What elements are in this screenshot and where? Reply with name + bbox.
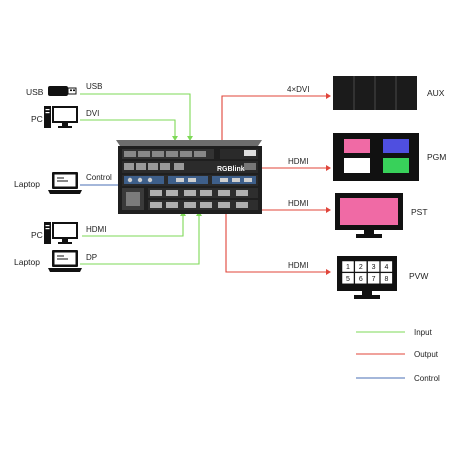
pvw-grid-number: 2 bbox=[359, 264, 363, 271]
control-line bbox=[80, 182, 123, 188]
aux-video-wall bbox=[333, 76, 417, 110]
pvw-grid-cell bbox=[354, 260, 368, 273]
usb-drive-icon bbox=[48, 86, 77, 96]
switcher-brand-label: RGBlink bbox=[217, 166, 245, 173]
pvw-grid-cell bbox=[380, 260, 393, 273]
pc-dvi-icon bbox=[44, 106, 78, 128]
rgblink-switcher: RGBlink bbox=[116, 140, 262, 214]
legend-input-label: Input bbox=[414, 328, 433, 337]
dvi-input-line bbox=[80, 119, 176, 138]
dvi-arrowhead bbox=[172, 136, 178, 141]
pvw-grid: 1 2 3 4 5 6 7 8 bbox=[341, 260, 393, 285]
usb-connection-label: USB bbox=[86, 82, 102, 91]
pvw-grid-cell bbox=[341, 272, 355, 285]
dp-input-line bbox=[80, 214, 200, 265]
pvw-grid-number: 7 bbox=[372, 276, 376, 283]
usb-device-label: USB bbox=[26, 87, 44, 97]
usb-arrowhead bbox=[187, 136, 193, 141]
pst-monitor bbox=[335, 193, 403, 238]
pvw-grid-cell bbox=[341, 260, 355, 273]
pvw-grid-cell bbox=[367, 260, 380, 273]
pvw-output-line bbox=[225, 214, 328, 273]
pst-output-label: PST bbox=[411, 207, 428, 217]
laptop-dp-icon bbox=[48, 250, 82, 272]
pst-connection-label: HDMI bbox=[288, 199, 308, 208]
pvw-connection-label: HDMI bbox=[288, 261, 308, 270]
pvw-grid-number: 8 bbox=[384, 276, 388, 283]
pvw-arrowhead bbox=[326, 269, 331, 275]
dp-connection-label: DP bbox=[86, 253, 97, 262]
pst-arrowhead bbox=[326, 207, 331, 213]
aux-arrowhead bbox=[326, 93, 331, 99]
pgm-connection-label: HDMI bbox=[288, 157, 308, 166]
pvw-grid-number: 5 bbox=[346, 276, 350, 283]
pvw-grid-number: 3 bbox=[372, 264, 376, 271]
pgm-arrowhead bbox=[326, 165, 331, 171]
aux-output-line bbox=[221, 95, 328, 140]
legend: Input Output Control bbox=[356, 328, 440, 383]
pc-hdmi-icon bbox=[44, 222, 78, 244]
aux-output-label: AUX bbox=[427, 88, 445, 98]
laptop-dp-device-label: Laptop bbox=[14, 257, 40, 267]
pvw-output-label: PVW bbox=[409, 271, 428, 281]
pvw-grid-number: 6 bbox=[359, 276, 363, 283]
dvi-connection-label: DVI bbox=[86, 109, 99, 118]
pvw-grid-number: 1 bbox=[346, 264, 350, 271]
laptop-control-icon bbox=[48, 172, 82, 194]
pvw-grid-cell bbox=[380, 272, 393, 285]
pvw-grid-cell bbox=[354, 272, 368, 285]
control-connection-label: Control bbox=[86, 173, 112, 182]
aux-connection-label: 4×DVI bbox=[287, 85, 309, 94]
legend-control-label: Control bbox=[414, 374, 440, 383]
input-lines bbox=[80, 93, 200, 265]
output-lines bbox=[221, 95, 328, 273]
output-arrowheads bbox=[326, 93, 331, 275]
pgm-monitor bbox=[333, 133, 419, 181]
pvw-grid-number: 4 bbox=[384, 264, 388, 271]
pvw-grid-cell bbox=[367, 272, 380, 285]
pc-dvi-device-label: PC bbox=[31, 114, 43, 124]
pgm-output-label: PGM bbox=[427, 152, 446, 162]
hdmi-in-connection-label: HDMI bbox=[86, 225, 106, 234]
laptop-control-device-label: Laptop bbox=[14, 179, 40, 189]
legend-output-label: Output bbox=[414, 350, 439, 359]
pc-hdmi-device-label: PC bbox=[31, 230, 43, 240]
hdmi-input-line bbox=[82, 214, 184, 237]
usb-input-line bbox=[80, 93, 191, 138]
pvw-monitor: 1 2 3 4 5 6 7 8 bbox=[337, 256, 397, 299]
